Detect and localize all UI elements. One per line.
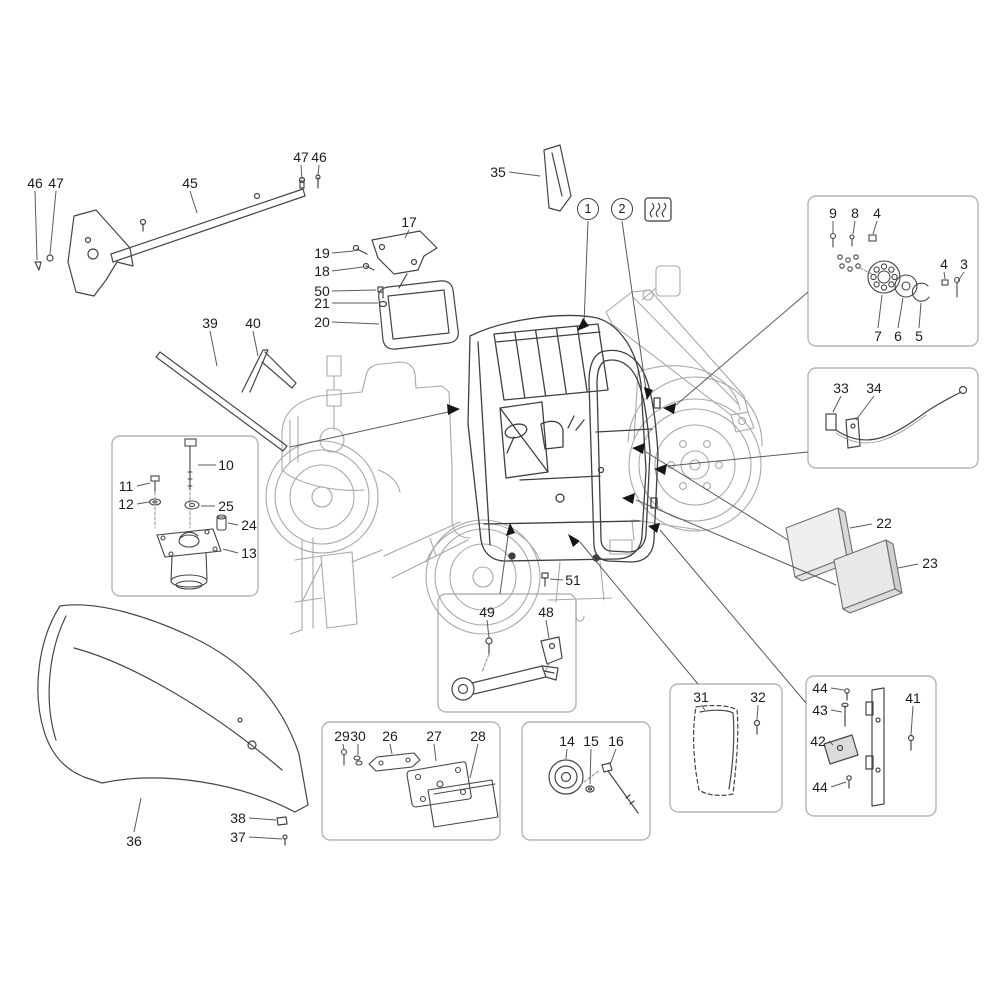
- seal-strip-part: [155, 351, 288, 452]
- hub-detail-box: [807, 195, 979, 347]
- mirror-assembly: [352, 230, 459, 350]
- mount-detail-box: [111, 435, 259, 597]
- fender-fasteners: [276, 816, 288, 846]
- bracket-plates: [340, 748, 499, 828]
- cab-frame: [467, 314, 647, 562]
- pulley-detail-box: [521, 721, 651, 841]
- pillar-trim-part: [543, 144, 572, 212]
- bracket-detail-box: [321, 721, 501, 841]
- side-panel-part: [693, 704, 761, 796]
- stud-part: [541, 572, 549, 587]
- grab-handle-part: [241, 349, 297, 393]
- cable-assembly: [825, 385, 968, 449]
- cable-detail-box: [807, 367, 979, 469]
- left-front-wheel: [425, 519, 541, 635]
- cab-door: [588, 349, 661, 563]
- reference-arrows: [447, 318, 676, 547]
- hub-assembly: [829, 232, 961, 302]
- hinge-parts: [823, 687, 915, 807]
- loose-parts: [34, 144, 572, 846]
- pivot-arm-assembly: [451, 636, 563, 701]
- detail-boxes: [111, 195, 979, 841]
- pulley-bolt-assembly: [548, 759, 639, 814]
- leader-lines: [34, 164, 965, 840]
- right-wheel: [628, 398, 762, 532]
- heated-mirror-icon: [644, 197, 672, 222]
- pivot-arm-detail-box: [437, 593, 577, 713]
- left-rear-wheel: [265, 440, 379, 554]
- hood-outline: [281, 361, 453, 471]
- panel-detail-box: [669, 683, 783, 813]
- machine-illustration: [265, 265, 763, 635]
- boom-outline: [605, 289, 749, 416]
- mount-assembly: [148, 438, 227, 590]
- filter-pads: [785, 507, 903, 614]
- wiper-assembly: [34, 174, 321, 297]
- fender-panel: [37, 604, 309, 813]
- hinge-detail-box: [805, 675, 937, 817]
